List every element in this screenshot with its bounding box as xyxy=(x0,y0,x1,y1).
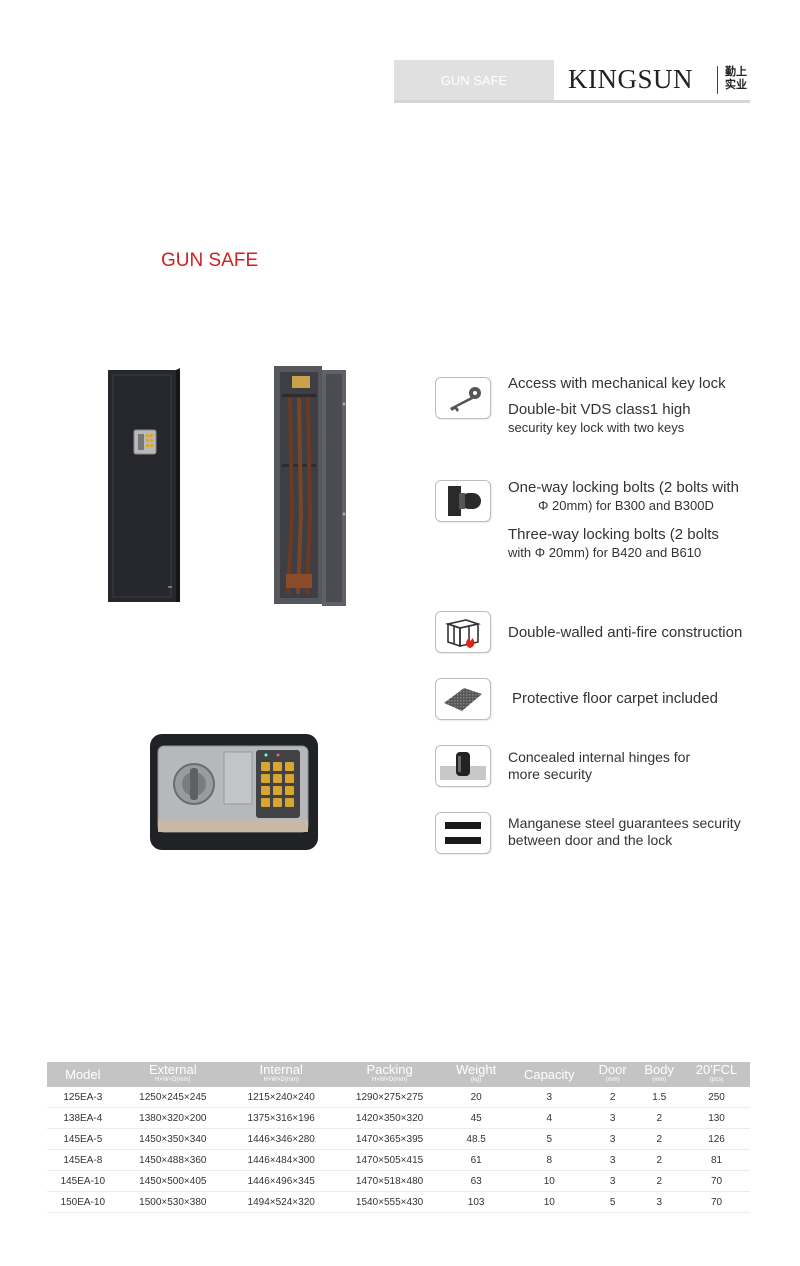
cell-door: 3 xyxy=(589,1128,636,1150)
cell-packing: 1470×505×415 xyxy=(335,1149,444,1171)
cell-model: 145EA-5 xyxy=(47,1128,119,1150)
cell-external: 1450×500×405 xyxy=(118,1170,227,1192)
cell-model: 125EA-3 xyxy=(47,1087,119,1108)
feature-key-box xyxy=(435,377,491,419)
electronic-lock-closeup-image xyxy=(150,734,318,850)
cell-capacity: 5 xyxy=(508,1128,590,1150)
cell-weight: 45 xyxy=(443,1107,509,1129)
cell-external: 1500×530×380 xyxy=(118,1191,227,1213)
cell-body: 2 xyxy=(635,1128,684,1150)
cell-packing: 1470×365×395 xyxy=(335,1128,444,1150)
cell-body: 1.5 xyxy=(635,1087,684,1108)
cell-weight: 61 xyxy=(443,1149,509,1171)
header-tab[interactable]: GUN SAFE xyxy=(394,60,554,100)
cell-internal: 1375×316×196 xyxy=(227,1107,336,1129)
header-cell-fcl: 20'FCL(pcs) xyxy=(683,1062,750,1087)
table-row: 145EA-5 1450×350×340 1446×346×280 1470×3… xyxy=(47,1128,750,1150)
cell-capacity: 8 xyxy=(508,1149,590,1171)
feature-hinge-text: Concealed internal hinges for more secur… xyxy=(508,749,691,782)
cell-door: 5 xyxy=(589,1191,636,1213)
table-row: 145EA-10 1450×500×405 1446×496×345 1470×… xyxy=(47,1170,750,1192)
cell-body: 3 xyxy=(635,1191,684,1213)
cell-capacity: 3 xyxy=(508,1087,590,1108)
fire-cage-icon xyxy=(445,619,481,648)
cell-body: 2 xyxy=(635,1107,684,1129)
open-gun-safe-image xyxy=(274,366,346,606)
carpet-icon xyxy=(444,688,482,711)
locking-bolt-icon xyxy=(448,486,481,516)
steel-plate-icon xyxy=(445,822,481,844)
cell-capacity: 10 xyxy=(508,1191,590,1213)
table-row: 125EA-3 1250×245×245 1215×240×240 1290×2… xyxy=(47,1087,750,1108)
table-row: 138EA-4 1380×320×200 1375×316×196 1420×3… xyxy=(47,1107,750,1129)
cell-door: 2 xyxy=(589,1087,636,1108)
feature-fire-text: Double-walled anti-fire construction xyxy=(508,624,743,641)
cell-packing: 1420×350×320 xyxy=(335,1107,444,1129)
cell-internal: 1446×496×345 xyxy=(227,1170,336,1192)
cell-fcl: 126 xyxy=(683,1128,750,1150)
header-cell-model: Model xyxy=(47,1062,119,1087)
cell-fcl: 70 xyxy=(683,1191,750,1213)
header-cell-capacity: Capacity xyxy=(508,1062,590,1087)
feature-steel-box xyxy=(435,812,491,854)
feature-carpet-text: Protective floor carpet included xyxy=(512,690,718,707)
header-cell-body: Body(mm) xyxy=(635,1062,684,1087)
cell-internal: 1446×484×300 xyxy=(227,1149,336,1171)
cell-model: 145EA-10 xyxy=(47,1170,119,1192)
cell-capacity: 4 xyxy=(508,1107,590,1129)
cell-external: 1450×488×360 xyxy=(118,1149,227,1171)
header-divider xyxy=(394,100,750,103)
brand-chinese-name: 勤上实业 xyxy=(725,66,747,91)
cell-body: 2 xyxy=(635,1149,684,1171)
feature-fire-box xyxy=(435,611,491,653)
header-cell-door: Door(mm) xyxy=(589,1062,636,1087)
cell-fcl: 81 xyxy=(683,1149,750,1171)
feature-key-text: Access with mechanical key lock Double-b… xyxy=(508,375,726,435)
cell-capacity: 10 xyxy=(508,1170,590,1192)
brand-separator xyxy=(717,66,718,94)
cell-body: 2 xyxy=(635,1170,684,1192)
cell-packing: 1470×518×480 xyxy=(335,1170,444,1192)
cell-fcl: 130 xyxy=(683,1107,750,1129)
section-title: GUN SAFE xyxy=(161,250,259,271)
feature-bolt-text: One-way locking bolts (2 bolts with Φ 20… xyxy=(508,479,739,560)
cell-internal: 1446×346×280 xyxy=(227,1128,336,1150)
cell-door: 3 xyxy=(589,1170,636,1192)
header-tab-label: GUN SAFE xyxy=(440,72,508,88)
feature-hinge-box xyxy=(435,745,491,787)
cell-packing: 1290×275×275 xyxy=(335,1087,444,1108)
cell-model: 138EA-4 xyxy=(47,1107,119,1129)
cell-weight: 20 xyxy=(443,1087,509,1108)
brand-logo: KINGSUN xyxy=(568,64,693,94)
cell-door: 3 xyxy=(589,1149,636,1171)
header-cell-weight: Weight(kg) xyxy=(443,1062,509,1087)
cell-model: 145EA-8 xyxy=(47,1149,119,1171)
cell-weight: 63 xyxy=(443,1170,509,1192)
cell-weight: 103 xyxy=(443,1191,509,1213)
cell-external: 1250×245×245 xyxy=(118,1087,227,1108)
cell-fcl: 250 xyxy=(683,1087,750,1108)
feature-carpet-box xyxy=(435,678,491,720)
cell-external: 1450×350×340 xyxy=(118,1128,227,1150)
feature-steel-text: Manganese steel guarantees security betw… xyxy=(508,815,741,848)
feature-bolt-box xyxy=(435,480,491,522)
table-row: 150EA-10 1500×530×380 1494×524×320 1540×… xyxy=(47,1191,750,1213)
hinge-icon xyxy=(440,752,486,780)
cell-weight: 48.5 xyxy=(443,1128,509,1150)
cell-door: 3 xyxy=(589,1107,636,1129)
table-row: 145EA-8 1450×488×360 1446×484×300 1470×5… xyxy=(47,1149,750,1171)
cell-internal: 1494×524×320 xyxy=(227,1191,336,1213)
cell-model: 150EA-10 xyxy=(47,1191,119,1213)
cell-external: 1380×320×200 xyxy=(118,1107,227,1129)
key-icon xyxy=(450,387,481,412)
closed-gun-safe-image xyxy=(108,368,180,602)
cell-packing: 1540×555×430 xyxy=(335,1191,444,1213)
cell-fcl: 70 xyxy=(683,1170,750,1192)
cell-internal: 1215×240×240 xyxy=(227,1087,336,1108)
